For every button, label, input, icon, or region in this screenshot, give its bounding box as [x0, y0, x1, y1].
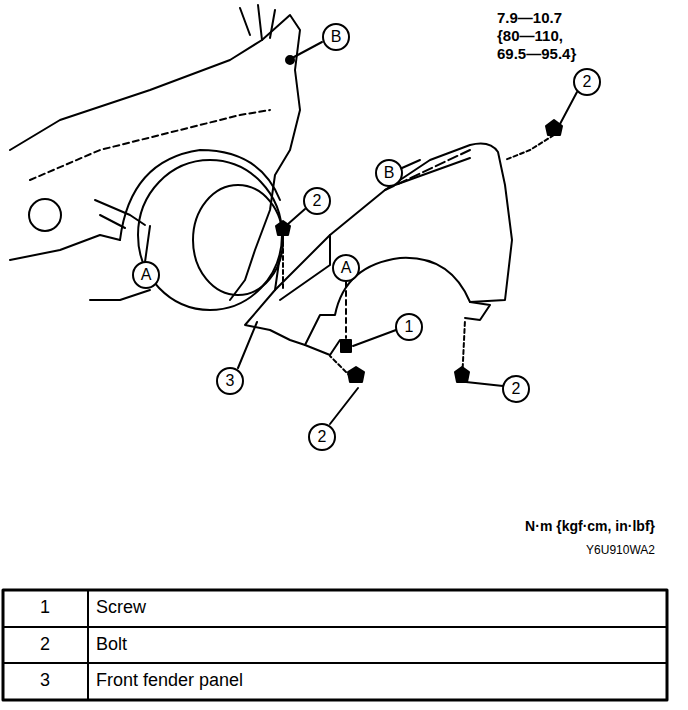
table-cell: 1 [40, 597, 50, 619]
torque-value: 7.9—10.7 [497, 9, 562, 27]
callout-number: 1 [405, 317, 414, 336]
callout-circle [217, 368, 243, 394]
leader-line [238, 322, 257, 368]
fender-panel [245, 144, 512, 345]
callout-letter: A [341, 258, 352, 277]
body-lower [10, 235, 150, 300]
leader-line [330, 388, 358, 424]
body-edge [30, 110, 270, 180]
body-outline [10, 15, 300, 300]
torque-value: {80—110, [497, 27, 563, 45]
bolt [348, 367, 364, 382]
bolt-axis [283, 135, 554, 382]
fender-bracket [305, 340, 340, 355]
body-detail [95, 200, 145, 228]
callout-letter: A [141, 265, 152, 284]
leader-line [353, 330, 396, 346]
table-cell: 2 [40, 634, 50, 656]
callout-number: 2 [512, 379, 521, 398]
fender-edge [395, 158, 470, 185]
callout-number: 2 [583, 72, 592, 91]
callout-circle [309, 424, 335, 450]
leader-line [288, 209, 305, 224]
unit-note: N·m {kgf·cm, in·lbf} [525, 518, 655, 535]
callout-number: 3 [226, 371, 235, 390]
callout-letter: B [384, 163, 395, 182]
table-cell: Screw [96, 597, 146, 619]
callout-circle [503, 376, 529, 402]
table-cell: 3 [40, 670, 50, 692]
wheel-arch [120, 150, 280, 240]
leader-line [145, 226, 150, 262]
body-bracket [240, 5, 275, 40]
wheel [193, 185, 283, 295]
fender-bracket [465, 302, 490, 320]
table-cell: Front fender panel [96, 670, 243, 692]
tire [138, 160, 282, 310]
table-grid [3, 590, 667, 700]
table-cell: Bolt [96, 634, 127, 656]
callout-circle [323, 24, 349, 50]
callout-circle [574, 69, 600, 95]
callout-circle [133, 262, 159, 288]
callout-circle [396, 314, 422, 340]
callout-circle [376, 160, 402, 186]
leader-line [560, 92, 577, 124]
torque-value: 69.5—95.4} [497, 45, 576, 63]
table-border [3, 590, 667, 700]
callout-number: 2 [318, 427, 327, 446]
leader-line [345, 282, 347, 338]
mount-point [286, 56, 294, 64]
leader-line [402, 160, 420, 168]
screw [341, 340, 351, 352]
leader-line [466, 382, 503, 386]
headlamp [29, 199, 61, 231]
callout-circle [333, 255, 359, 281]
bolt [546, 120, 562, 135]
callout-circle [304, 188, 330, 214]
figure-code: Y6U910WA2 [586, 543, 655, 557]
leader-line [294, 42, 322, 57]
callout-number: 2 [313, 191, 322, 210]
callout-letter: B [331, 27, 342, 46]
